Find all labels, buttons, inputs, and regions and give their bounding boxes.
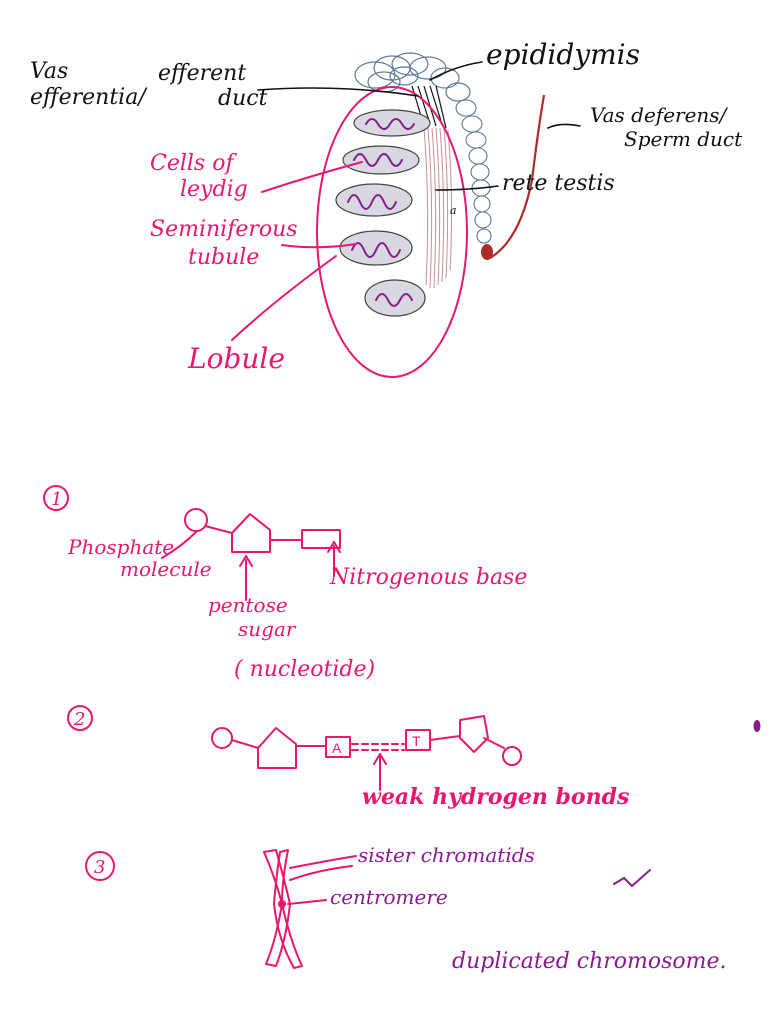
base-letter-left: A [332,740,342,756]
pointer-seminiferous [281,243,357,249]
pointer-sister-chromatids-2 [289,865,353,881]
pointer-cells-of-leydig [261,161,363,193]
lobule [364,279,426,317]
label-cells-of-leydig-line1: Cells of [150,151,237,176]
chromatid-left [263,849,291,967]
arrow-head [373,753,387,765]
label-phosphate-line2: molecule [120,557,212,581]
label-pentose-line1: pentose [208,593,288,617]
lobule [342,145,420,175]
label-vas-line1: Vas [30,59,68,84]
label-pentose-line2: sugar [238,617,297,641]
label-centromere: centromere [330,885,448,909]
label-efferent-line2: duct [218,86,268,111]
label-vas-deferens-line2: Sperm duct [624,127,743,151]
centromere-dot [278,900,286,908]
pointer-vas-deferens [547,123,581,129]
base-box-left [325,736,351,758]
label-seminiferous-line2: tubule [188,245,259,270]
label-efferent-line1: efferent [158,61,246,86]
pointer-phosphate [161,531,197,559]
label-lobule: Lobule [187,342,285,375]
epididymis-head [354,52,471,102]
label-sister-chromatids: sister chromatids [358,843,535,867]
sugar-left [257,727,297,769]
pointer-lobule [231,255,337,341]
label-epididymis: epididymis [486,38,640,71]
pointer-vas-efferentia [257,87,419,97]
bond-line [429,735,461,741]
bond-line [231,739,259,749]
rete-testis-strands [423,127,453,289]
lobule [339,230,413,266]
sugar-right [459,715,489,753]
chromosome-diagram: 3 sister chromatids centromere duplicate… [85,843,727,974]
testis-outline [316,86,468,378]
chromatid-right [273,849,303,969]
label-nucleotide: ( nucleotide) [234,657,375,682]
number-circle [67,705,93,731]
item-number-3: 3 [94,857,105,878]
item-number-1: 1 [51,489,62,510]
label-cells-of-leydig-line2: leydig [180,177,248,202]
label-vas-deferens-line1: Vas deferens/ [590,103,729,127]
label-phosphate-line1: Phosphate [67,535,174,559]
label-hydrogen-bonds: weak hydrogen bonds [362,784,629,810]
item-number-2: 2 [73,709,85,730]
pentose-sugar-shape [231,513,271,553]
label-rete-testis: rete testis [502,171,615,196]
hydrogen-bond-lines [351,743,405,751]
nitrogenous-base-box [301,529,341,549]
phosphate-circle [184,508,208,532]
pointer-sister-chromatids [289,855,357,869]
base-pair-diagram: 2 A T weak hydrogen bonds [67,705,629,810]
base-letter-right: T [412,733,421,749]
junction-blob [481,244,493,260]
label-small-a: a [450,204,457,217]
ink-dot [753,720,761,732]
check-mark-icon [613,869,651,888]
label-nitrogenous-base: Nitrogenous base [329,565,527,590]
lobule [353,109,431,137]
phosphate-circle-left [211,727,233,749]
lobule [335,183,413,217]
testis-diagram: Vas efferentia/ efferent duct epididymis… [30,38,743,378]
bond-line [204,525,233,534]
epididymis-tail [455,99,492,244]
number-circle [85,851,115,881]
label-seminiferous-line1: Seminiferous [150,217,298,242]
arrow-head [327,541,341,553]
phosphate-circle-right [502,746,522,766]
number-circle [43,485,69,511]
bond-line [483,737,505,749]
vas-deferens-tube [489,94,546,259]
nucleotide-diagram: 1 Phosphate molecule pentose sugar Nitro… [43,485,527,682]
pointer-rete-testis [435,185,499,191]
label-vas-line2: efferentia/ [30,85,148,110]
arrow-head [239,555,253,567]
pointer-centromere [287,899,327,905]
lobule-group [335,109,431,317]
pointer-epididymis [429,61,483,81]
label-duplicated-chromosome: duplicated chromosome. [452,949,727,974]
